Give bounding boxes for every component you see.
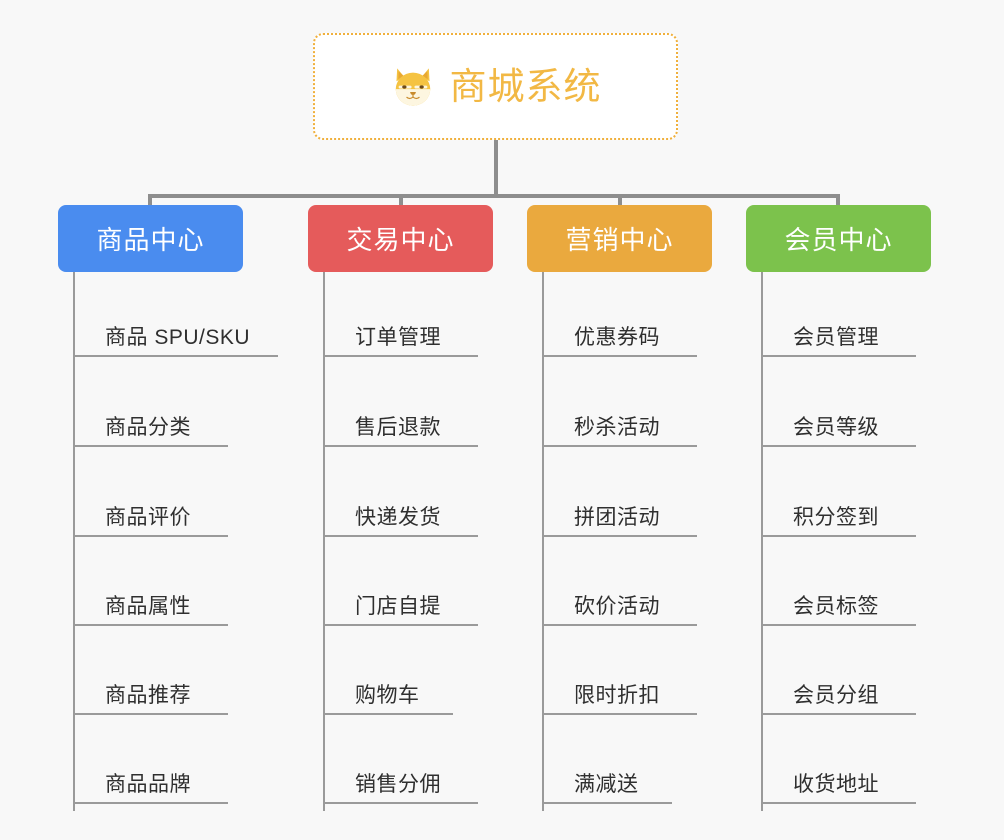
category-label: 会员中心: [784, 225, 893, 255]
list-item[interactable]: 积分签到: [761, 506, 916, 537]
list-item-rule: [542, 802, 672, 804]
list-item[interactable]: 商品品牌: [73, 773, 228, 804]
list-item-rule: [323, 445, 478, 447]
list-item-label: 商品分类: [105, 416, 191, 439]
list-item[interactable]: 限时折扣: [542, 684, 697, 715]
list-item-label: 秒杀活动: [574, 416, 660, 439]
column-spine-trade-center: [323, 272, 325, 811]
list-item-rule: [73, 713, 228, 715]
list-item[interactable]: 秒杀活动: [542, 416, 697, 447]
list-item[interactable]: 会员管理: [761, 326, 916, 357]
list-item-label: 门店自提: [355, 595, 441, 618]
list-item-label: 会员等级: [793, 416, 879, 439]
list-item-label: 优惠券码: [574, 326, 660, 349]
category-box-trade-center[interactable]: 交易中心: [308, 205, 493, 272]
list-item-rule: [73, 624, 228, 626]
list-item-label: 拼团活动: [574, 506, 660, 529]
list-item-rule: [323, 624, 478, 626]
list-item-label: 满减送: [574, 773, 639, 796]
list-item-label: 砍价活动: [574, 595, 660, 618]
list-item-label: 商品 SPU/SKU: [105, 326, 251, 349]
list-item[interactable]: 拼团活动: [542, 506, 697, 537]
list-item-label: 销售分佣: [355, 773, 441, 796]
list-item[interactable]: 砍价活动: [542, 595, 697, 626]
list-item-label: 会员分组: [793, 684, 879, 707]
connector-drop-4: [836, 194, 840, 207]
list-item[interactable]: 售后退款: [323, 416, 478, 447]
list-item[interactable]: 购物车: [323, 684, 453, 715]
list-item-rule: [761, 713, 916, 715]
list-item-label: 快递发货: [355, 506, 441, 529]
list-item-rule: [73, 535, 228, 537]
list-item[interactable]: 会员标签: [761, 595, 916, 626]
list-item-label: 商品品牌: [105, 773, 191, 796]
root-node-title: 商城系统: [449, 66, 602, 107]
list-item[interactable]: 商品属性: [73, 595, 228, 626]
list-item-label: 商品属性: [105, 595, 191, 618]
list-item[interactable]: 优惠券码: [542, 326, 697, 357]
list-item[interactable]: 商品评价: [73, 506, 228, 537]
list-item[interactable]: 商品分类: [73, 416, 228, 447]
root-node-shop-system[interactable]: 商城系统: [313, 33, 678, 140]
category-box-product-center[interactable]: 商品中心: [58, 205, 243, 272]
list-item-rule: [542, 713, 697, 715]
list-item-rule: [323, 535, 478, 537]
list-item-label: 售后退款: [355, 416, 441, 439]
column-spine-marketing-center: [542, 272, 544, 811]
list-item-rule: [761, 802, 916, 804]
list-item[interactable]: 会员分组: [761, 684, 916, 715]
list-item-label: 购物车: [355, 684, 420, 707]
column-spine-product-center: [73, 272, 75, 811]
list-item-rule: [761, 624, 916, 626]
list-item-label: 订单管理: [355, 326, 441, 349]
list-item-label: 商品评价: [105, 506, 191, 529]
list-item-rule: [761, 535, 916, 537]
list-item-label: 收货地址: [793, 773, 879, 796]
list-item-rule: [323, 355, 478, 357]
connector-horizontal-bus: [150, 194, 840, 198]
list-item-rule: [323, 713, 453, 715]
category-label: 营销中心: [565, 225, 674, 255]
shiba-dog-icon: [395, 67, 430, 106]
list-item-rule: [323, 802, 478, 804]
list-item[interactable]: 满减送: [542, 773, 672, 804]
list-item-rule: [542, 535, 697, 537]
list-item-rule: [761, 445, 916, 447]
category-label: 交易中心: [346, 225, 455, 255]
list-item-rule: [73, 355, 278, 357]
category-box-member-center[interactable]: 会员中心: [746, 205, 931, 272]
list-item-rule: [542, 445, 697, 447]
list-item[interactable]: 快递发货: [323, 506, 478, 537]
list-item-label: 会员标签: [793, 595, 879, 618]
list-item-label: 积分签到: [793, 506, 879, 529]
list-item-rule: [542, 624, 697, 626]
list-item-rule: [73, 445, 228, 447]
list-item[interactable]: 商品推荐: [73, 684, 228, 715]
list-item-rule: [73, 802, 228, 804]
list-item[interactable]: 商品 SPU/SKU: [73, 326, 278, 357]
list-item-label: 商品推荐: [105, 684, 191, 707]
connector-drop-1: [148, 194, 152, 207]
category-label: 商品中心: [96, 225, 205, 255]
list-item[interactable]: 销售分佣: [323, 773, 478, 804]
list-item[interactable]: 门店自提: [323, 595, 478, 626]
connector-drop-2: [399, 194, 403, 207]
list-item-rule: [761, 355, 916, 357]
column-spine-member-center: [761, 272, 763, 811]
list-item[interactable]: 会员等级: [761, 416, 916, 447]
connector-drop-3: [618, 194, 622, 207]
list-item-label: 会员管理: [793, 326, 879, 349]
list-item[interactable]: 订单管理: [323, 326, 478, 357]
list-item-label: 限时折扣: [574, 684, 660, 707]
list-item-rule: [542, 355, 697, 357]
list-item[interactable]: 收货地址: [761, 773, 916, 804]
connector-root-stem: [494, 140, 498, 198]
category-box-marketing-center[interactable]: 营销中心: [527, 205, 712, 272]
